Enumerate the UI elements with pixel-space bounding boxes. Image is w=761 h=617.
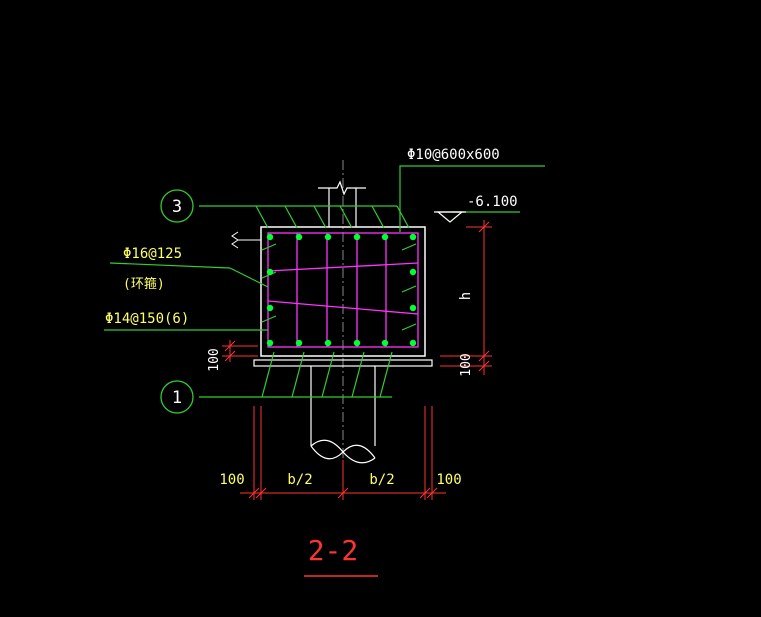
- rebar-tick: [313, 205, 327, 229]
- rebar-dot: [295, 233, 303, 241]
- rebar-tick: [321, 351, 335, 398]
- dim-left-edge-label: 100: [219, 472, 244, 488]
- side-bracket: [231, 231, 261, 249]
- rebar-dot: [381, 339, 389, 347]
- rebar-tick: [401, 243, 417, 251]
- top-rebar-ticks: [255, 205, 410, 229]
- callout-bubble-3-label: 3: [172, 197, 182, 217]
- rebar-dot: [266, 233, 274, 241]
- rebar-dot: [409, 268, 417, 276]
- elevation-label: -6.100: [467, 194, 518, 210]
- rebar-tick: [261, 351, 275, 398]
- leader-lines: [104, 165, 545, 398]
- rebar-dot: [409, 233, 417, 241]
- rebar-tick: [351, 351, 365, 398]
- rebar-dot: [266, 304, 274, 312]
- dim-right-edge-label: 100: [436, 472, 461, 488]
- rebar-tick: [261, 243, 277, 251]
- rebar-dot: [353, 233, 361, 241]
- callout-bubble-1: [160, 380, 194, 414]
- rebar-dot: [266, 268, 274, 276]
- stirrup-spec-label: Φ10@600x600: [407, 147, 500, 163]
- pile: [310, 366, 376, 464]
- rebar-dot: [353, 339, 361, 347]
- rebar-dot: [381, 233, 389, 241]
- rebar-dot: [324, 233, 332, 241]
- rebar-tick: [379, 351, 393, 398]
- callout-bubble-3: [160, 189, 194, 223]
- dim-height-label: h: [458, 292, 474, 300]
- rebar-tick: [401, 323, 417, 331]
- rebar-tick: [261, 315, 277, 323]
- dim-half-width-left-label: b/2: [287, 472, 312, 488]
- rebar-dot: [409, 304, 417, 312]
- bottom-rebar-ticks: [261, 351, 393, 398]
- rebar-tick: [255, 205, 269, 229]
- rebar-dot: [324, 339, 332, 347]
- rebar-tick: [284, 205, 298, 229]
- dim-bottom-cover-left-label: 100: [207, 348, 222, 371]
- bottom-bar-spec-label: Φ14@150(6): [105, 311, 189, 327]
- rebar-tick: [339, 205, 353, 229]
- blinding-layer: [253, 359, 433, 367]
- elevation-marker: [434, 211, 466, 223]
- rebar-dot: [266, 339, 274, 347]
- callout-bubble-1-label: 1: [172, 388, 182, 408]
- dimension-lines: [222, 220, 492, 500]
- rebar-tick: [371, 205, 385, 229]
- rebar-tick: [291, 351, 305, 398]
- column-stub: [318, 180, 366, 227]
- side-rebar-ticks: [261, 243, 417, 331]
- stirrup-cage: [267, 232, 419, 348]
- rebar-tick: [401, 285, 417, 293]
- dim-half-width-right-label: b/2: [369, 472, 394, 488]
- rebar-dot: [295, 339, 303, 347]
- ring-bar-note-label: (环箍): [123, 276, 165, 292]
- rebar-tick: [396, 205, 410, 229]
- ring-bar-spec-label: Φ16@125: [123, 246, 182, 262]
- dim-bottom-cover-right-label: 100: [459, 353, 474, 376]
- rebar-dots: [266, 233, 417, 347]
- rebar-dot: [409, 339, 417, 347]
- pile-cap-outline: [260, 226, 426, 357]
- section-title: 2-2: [308, 534, 359, 567]
